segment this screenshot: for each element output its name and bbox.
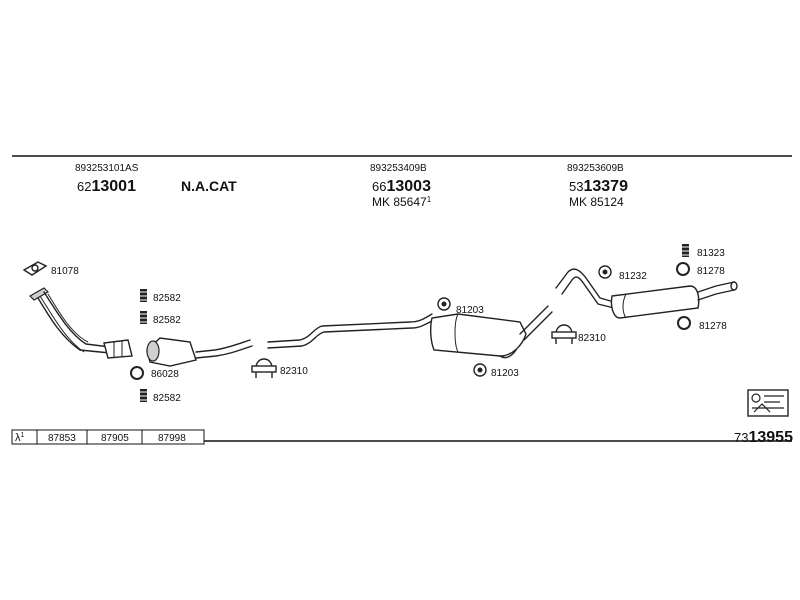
spring-icon-b [140, 311, 147, 324]
kit-icon [747, 389, 789, 417]
part-label-81078: 81078 [51, 266, 79, 277]
front-note: N.A.CAT [181, 178, 237, 194]
rubber-mount-icon-a [437, 297, 451, 311]
rear-part-number: 5313379 [569, 178, 628, 195]
catalytic-converter [146, 337, 253, 367]
part-label-86028: 86028 [151, 369, 179, 380]
lambda-symbol: λ1 [15, 432, 25, 444]
part-label-82582-b: 82582 [153, 315, 181, 326]
lambda-sensor-table: λ1 87853 87905 87998 [11, 429, 205, 445]
rear-muffler [610, 281, 738, 319]
part-label-82582-a: 82582 [153, 293, 181, 304]
part-label-82310-b: 82310 [578, 333, 606, 344]
part-label-81323: 81323 [697, 248, 725, 259]
rubber-mount-icon-c [598, 265, 612, 279]
part-label-81203-a: 81203 [456, 305, 484, 316]
rubber-mount-icon-b [473, 363, 487, 377]
middle-part-number: 6613003 [372, 178, 431, 195]
spring-icon-c [140, 389, 147, 402]
middle-muffler [429, 305, 553, 359]
rear-mk-number: MK 85124 [569, 195, 624, 209]
clamp-icon-b [551, 324, 577, 344]
part-label-81232: 81232 [619, 271, 647, 282]
ring-icon-a [676, 262, 690, 276]
rear-pipe [555, 268, 615, 309]
part-label-82582-c: 82582 [153, 393, 181, 404]
part-label-81278-b: 81278 [699, 321, 727, 332]
lambda-cell-3: 87998 [158, 433, 186, 444]
front-oem-number: 893253101AS [75, 163, 139, 174]
rear-oem-number: 893253609B [567, 163, 624, 174]
middle-pipe [267, 313, 435, 349]
lambda-cell-2: 87905 [101, 433, 129, 444]
ring-icon-b [677, 316, 691, 330]
spring-icon-d [682, 244, 689, 257]
front-downpipe [29, 287, 133, 359]
clamp-icon-a [251, 358, 277, 378]
lambda-cell-1: 87853 [48, 433, 76, 444]
part-label-81203-b: 81203 [491, 368, 519, 379]
front-part-number: 6213001 [77, 178, 136, 195]
spring-icon-a [140, 289, 147, 302]
kit-number: 7313955 [734, 429, 793, 446]
middle-oem-number: 893253409B [370, 163, 427, 174]
middle-mk-number: MK 856471 [372, 195, 432, 209]
ring-gasket-icon [130, 366, 144, 380]
part-label-81278-a: 81278 [697, 266, 725, 277]
gasket-icon [22, 261, 48, 276]
part-label-82310-a: 82310 [280, 366, 308, 377]
